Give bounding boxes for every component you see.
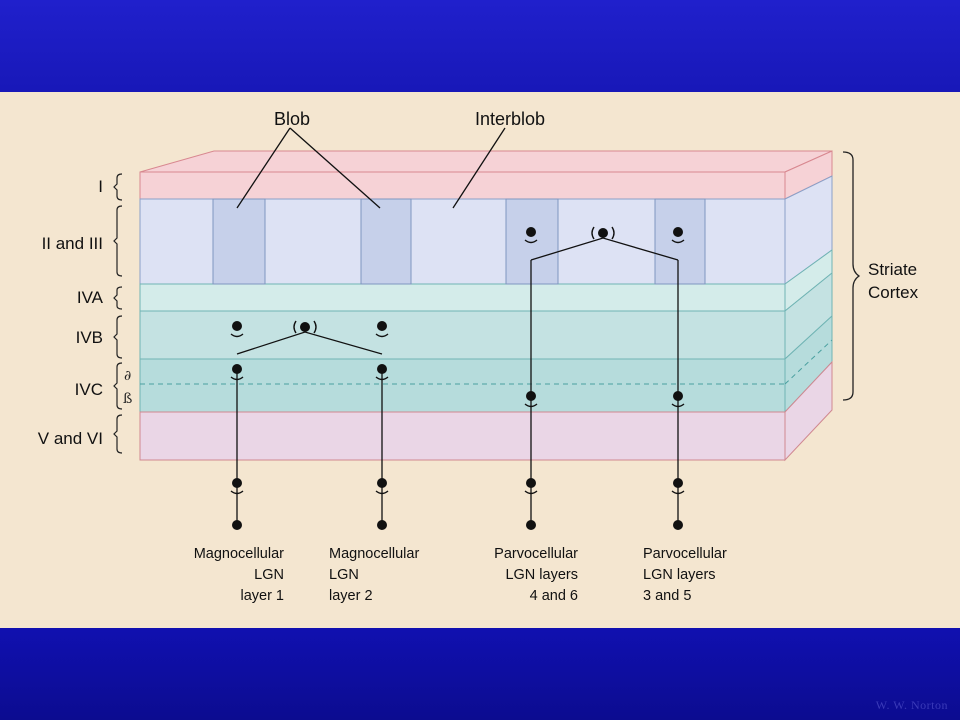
- layer-label-IVC: IVC: [75, 380, 103, 399]
- layer-label-V-VI: V and VI: [38, 429, 103, 448]
- input-caption-parvo-3-5: Parvocellular LGN layers 3 and 5: [643, 546, 727, 604]
- top-band: [0, 0, 960, 92]
- layer-label-IVB: IVB: [76, 328, 103, 347]
- interblob-label: Interblob: [475, 109, 545, 129]
- svg-text:Parvocellular: Parvocellular: [643, 546, 727, 562]
- svg-text:layer 2: layer 2: [329, 588, 373, 604]
- neuron-ivb-2: [375, 321, 389, 338]
- neuron-ivc-alpha-1: [230, 364, 244, 381]
- blob-3: [505, 198, 559, 285]
- input-caption-parvo-4-6: Parvocellular LGN layers 4 and 6: [494, 546, 578, 604]
- layer-I-top-face: [139, 150, 833, 173]
- lgn-cell-magno-1: [232, 520, 242, 530]
- svg-text:3 and 5: 3 and 5: [643, 588, 691, 604]
- striate-label-line1: Striate: [868, 260, 917, 279]
- watermark: W. W. Norton: [875, 698, 948, 712]
- layer-label-I: I: [98, 177, 103, 196]
- blob-label: Blob: [274, 109, 310, 129]
- neuron-ivc-beta-1: [524, 391, 538, 408]
- striate-brace: [842, 151, 861, 401]
- synapse-lgn-parvo-2: [671, 478, 685, 495]
- neuron-ivb-interneuron: [293, 320, 317, 334]
- neuron-blob-1: [524, 227, 538, 244]
- lgn-cell-parvo-1: [526, 520, 536, 530]
- svg-text:LGN: LGN: [329, 567, 359, 583]
- svg-text:4 and 6: 4 and 6: [530, 588, 578, 604]
- layer-label-IVA: IVA: [77, 288, 104, 307]
- layer-label-II-III: II and III: [42, 234, 103, 253]
- layer-IVB-front: [139, 310, 786, 360]
- svg-text:LGN: LGN: [254, 567, 284, 583]
- svg-text:layer 1: layer 1: [240, 588, 284, 604]
- blob-1: [212, 198, 266, 285]
- layer-label-alpha: ∂: [124, 368, 131, 384]
- striate-label-line2: Cortex: [868, 283, 919, 302]
- layer-V-VI-side: [784, 360, 833, 462]
- layer-label-beta: ß: [123, 391, 132, 407]
- lgn-cell-magno-2: [377, 520, 387, 530]
- svg-text:Magnocellular: Magnocellular: [329, 546, 419, 562]
- neuron-ivc-beta-2: [671, 391, 685, 408]
- lgn-cell-parvo-2: [673, 520, 683, 530]
- input-caption-magno-2: Magnocellular LGN layer 2: [329, 546, 419, 604]
- bottom-band: [0, 628, 960, 720]
- ivc-sublayer-divider-side: [784, 339, 833, 385]
- synapse-lgn-parvo-1: [524, 478, 538, 495]
- svg-text:LGN layers: LGN layers: [505, 567, 578, 583]
- synapse-lgn-magno-2: [375, 478, 389, 495]
- blob-2: [360, 198, 412, 285]
- svg-text:LGN layers: LGN layers: [643, 567, 716, 583]
- layer-IVA-front: [139, 283, 786, 312]
- input-caption-magno-1: Magnocellular LGN layer 1: [194, 546, 284, 604]
- layer-brackets: [113, 173, 123, 454]
- svg-text:Parvocellular: Parvocellular: [494, 546, 578, 562]
- layer-I-front: [139, 171, 786, 200]
- neuron-ivb-1: [230, 321, 244, 338]
- neuron-blob-2: [671, 227, 685, 244]
- neuron-ii-iii-interneuron: [591, 226, 615, 240]
- svg-text:Magnocellular: Magnocellular: [194, 546, 284, 562]
- neuron-nodes: [230, 226, 685, 530]
- blob-pointers: [236, 127, 506, 209]
- synapse-lgn-magno-1: [230, 478, 244, 495]
- neuron-ivc-alpha-2: [375, 364, 389, 381]
